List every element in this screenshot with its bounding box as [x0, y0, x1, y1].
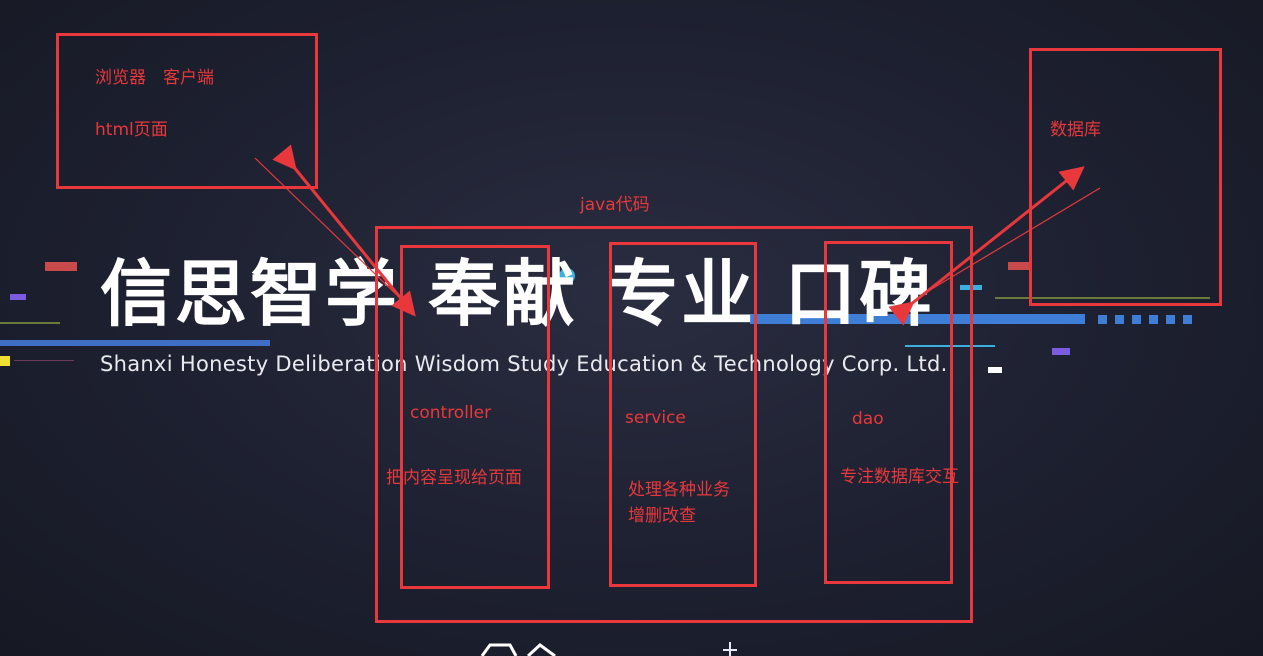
service-desc-line1: 处理各种业务	[628, 480, 730, 500]
browser-client-label: 浏览器 客户端	[95, 68, 214, 88]
html-page-label: html页面	[95, 120, 168, 140]
decor-dot	[559, 268, 575, 284]
controller-box	[400, 245, 550, 589]
dao-database-arrow	[888, 166, 1085, 326]
browser-controller-thin-line	[254, 157, 403, 301]
decor-bar	[10, 294, 26, 300]
company-name: Shanxi Honesty Deliberation Wisdom Study…	[100, 352, 948, 376]
service-box	[609, 242, 757, 587]
service-title: service	[625, 408, 686, 428]
bottom-logo-fragment	[480, 643, 556, 656]
decor-bar	[1052, 348, 1070, 355]
service-desc-line2: 增删改查	[628, 506, 696, 526]
decor-bar	[988, 367, 1002, 373]
browser-controller-arrow	[272, 144, 416, 317]
java-code-box	[375, 226, 973, 623]
decor-bar	[45, 262, 77, 271]
decor-line	[14, 360, 74, 361]
controller-title: controller	[410, 403, 492, 423]
decor-line	[0, 322, 60, 324]
controller-desc: 把内容呈现给页面	[386, 468, 522, 488]
slogan-watermark: 信思智学 奉献 专业 口碑	[100, 252, 935, 336]
dao-title: dao	[852, 409, 884, 429]
database-label: 数据库	[1050, 120, 1101, 140]
decor-dashes	[1098, 315, 1193, 324]
decor-line	[995, 297, 1210, 299]
dao-desc: 专注数据库交互	[840, 467, 959, 487]
java-code-label: java代码	[580, 195, 650, 215]
decor-bar	[0, 340, 270, 346]
browser-box	[56, 33, 318, 189]
dao-database-thin-line	[924, 187, 1101, 294]
decor-bar	[0, 356, 10, 366]
crosshair-cursor-icon	[723, 642, 737, 656]
